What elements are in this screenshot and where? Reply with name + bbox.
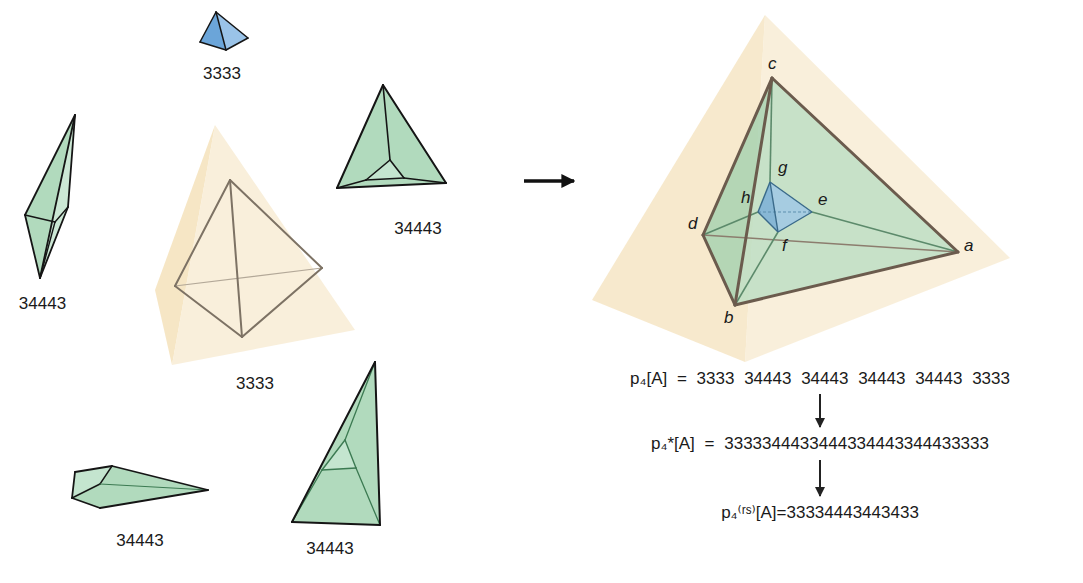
polyhedron-edge: [356, 468, 380, 525]
polyhedron-edge: [322, 468, 356, 470]
shape-code: 34443: [116, 530, 163, 552]
polyhedron-drawing: [5, 110, 80, 315]
polyhedron-edge: [345, 362, 375, 440]
polyhedron-piece: 34443: [278, 358, 382, 560]
process-arrow: [819, 460, 821, 496]
polyhedron-edge: [230, 180, 322, 268]
polyhedron-piece: 3333: [150, 120, 360, 395]
shape-code: 3333: [236, 373, 274, 395]
polyhedron-edge: [292, 362, 375, 522]
polyhedron-edge: [72, 484, 100, 498]
shape-code: 34443: [19, 293, 66, 315]
polyhedron-piece: 34443: [330, 80, 506, 240]
polyhedron-edge: [25, 215, 55, 222]
polyhedron-edge: [100, 484, 208, 490]
polyhedron-edge: [226, 38, 248, 50]
polyhedron-edge: [40, 115, 75, 278]
polyhedron-face: [72, 466, 112, 498]
vertex-label: g: [778, 158, 787, 178]
polyhedron-edge: [40, 222, 55, 278]
polyhedron-edge: [230, 180, 242, 337]
process-arrow: [524, 179, 574, 183]
polyhedron-edge: [292, 522, 380, 525]
polyhedron-piece: 34443: [5, 110, 80, 315]
hidden-edge: [703, 235, 958, 252]
polyhedron-edge: [68, 115, 75, 207]
polyhedron-face: [366, 160, 404, 180]
polyhedron-edge: [100, 490, 208, 508]
shape-code: 34443: [394, 218, 441, 240]
sequence-formula: p₄⁽ʳˢ⁾[A]=33334443443433: [721, 503, 919, 523]
polyhedron-edge: [175, 286, 242, 337]
polyhedron-edge: [112, 466, 208, 490]
outer-edges: [703, 78, 958, 305]
polyhedron-edge: [390, 160, 404, 178]
polyhedron-edge: [100, 466, 112, 484]
polyhedron-edge: [200, 42, 226, 50]
polyhedron-face: [337, 85, 446, 188]
polyhedron-drawing: [150, 120, 360, 395]
polyhedron-edge: [366, 178, 404, 180]
vertex-label: a: [964, 236, 973, 256]
shape-code: 3333: [203, 63, 241, 85]
polyhedron-drawing: [278, 358, 382, 560]
polyhedron-edge: [366, 160, 390, 180]
polyhedron-edge: [72, 498, 100, 508]
polyhedron-edge: [383, 85, 390, 160]
green-face: [735, 78, 958, 305]
polyhedron-edge: [72, 472, 75, 498]
polyhedron-edge: [216, 12, 248, 38]
polyhedron-edge: [175, 180, 230, 286]
polyhedron-piece: 34443: [65, 460, 215, 552]
polyhedron-edge: [345, 440, 356, 468]
hidden-edge: [758, 212, 812, 213]
polyhedron-edge: [375, 362, 380, 525]
polyhedron-edge: [25, 115, 75, 215]
vertex-label: d: [688, 214, 697, 234]
sequence-formula: p₄[A] = 3333 34443 34443 34443 34443 333…: [630, 369, 1010, 389]
vertex-label: e: [818, 190, 827, 210]
polyhedron-edge: [242, 268, 322, 337]
polyhedron-edge: [75, 466, 112, 472]
connecting-edges: [703, 78, 958, 305]
polyhedron-edge: [40, 207, 68, 278]
polyhedron-face: [292, 362, 380, 525]
polyhedron-edge: [55, 207, 68, 222]
vertex-label: h: [741, 188, 750, 208]
polyhedron-edge: [216, 12, 226, 50]
polyhedron-face: [216, 12, 248, 50]
sequence-formula: p₄*[A] = 3333344433444334443344433333: [651, 434, 989, 454]
vertex-label: f: [782, 236, 787, 256]
shape-code: 34443: [306, 538, 353, 560]
polyhedron-edge: [337, 180, 366, 188]
vertex-label: c: [768, 54, 777, 74]
inner-face: [770, 182, 812, 232]
polyhedron-edge: [383, 85, 446, 183]
polyhedron-face: [25, 115, 75, 278]
inner-edges: [758, 182, 812, 232]
process-arrow: [819, 394, 821, 427]
polyhedron-drawing: [330, 80, 506, 240]
polyhedron-edge: [200, 12, 216, 42]
polyhedron-piece: 3333: [190, 5, 254, 85]
polyhedron-edge: [25, 215, 40, 278]
polyhedron-face: [40, 115, 75, 278]
vertex-label: b: [724, 308, 733, 328]
polyhedron-edge: [175, 268, 322, 286]
polyhedron-edge: [404, 178, 446, 183]
polyhedron-face: [172, 125, 355, 365]
polyhedron-edge: [322, 440, 345, 470]
polyhedron-face: [72, 466, 208, 508]
